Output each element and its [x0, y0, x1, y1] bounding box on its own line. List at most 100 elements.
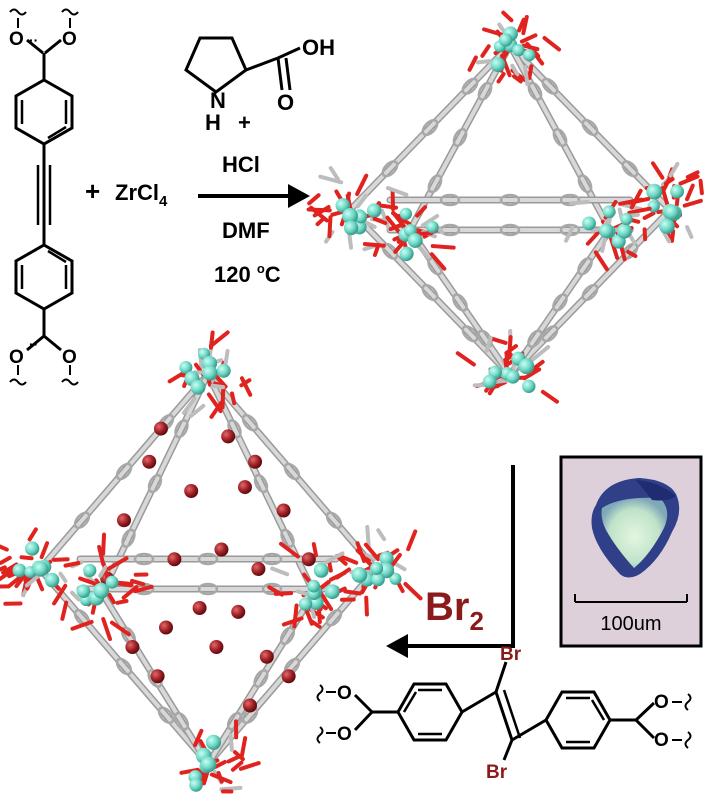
zr-cluster	[564, 188, 652, 272]
squiggle-bond-icon	[61, 378, 79, 386]
linker-strut	[508, 43, 672, 212]
bond-stick	[0, 565, 7, 572]
bond-stick	[0, 544, 9, 552]
linker-strut	[508, 228, 612, 377]
bromine-atom	[221, 429, 236, 444]
metal-salt-base: ZrCl	[115, 180, 159, 205]
bond-stick	[311, 542, 319, 558]
zr-atom	[44, 572, 60, 588]
bond-stick	[482, 27, 507, 38]
bond-stick	[230, 760, 244, 772]
bond-stick	[189, 403, 206, 418]
zr-atom	[518, 358, 535, 375]
bond-stick	[239, 378, 252, 388]
phenyl-ring	[133, 552, 155, 566]
bond-stick	[362, 242, 386, 248]
zr-atom	[670, 184, 685, 199]
zr-cluster	[167, 330, 253, 419]
bond-stick	[523, 65, 530, 87]
zr-cluster	[467, 10, 562, 87]
bond-stick	[569, 200, 590, 206]
zr-atom	[379, 551, 394, 566]
zr-atom	[83, 563, 97, 578]
phenyl-ring	[527, 329, 543, 348]
bond-stick	[480, 44, 491, 58]
zr-cluster	[179, 719, 261, 799]
zr-atom	[33, 561, 49, 577]
bond-stick	[238, 761, 261, 771]
bond-stick	[121, 585, 139, 600]
bond-stick	[364, 595, 369, 617]
phenyl-ring	[115, 657, 133, 676]
linker-top-labels: O ·· O O ·· O	[9, 29, 77, 368]
bond-stick	[393, 238, 408, 254]
phenyl-ring	[280, 528, 295, 548]
bond-stick	[281, 616, 304, 627]
zr-atom	[523, 48, 536, 62]
bond-stick	[219, 785, 243, 792]
bromine-atom	[251, 562, 266, 576]
zr-atom	[205, 734, 222, 750]
bond-stick	[223, 348, 230, 368]
bond-stick	[678, 174, 700, 186]
zr-atom	[371, 572, 385, 587]
bond-stick	[270, 566, 290, 577]
temperature-degree: o	[257, 261, 265, 276]
zr-atom	[399, 207, 413, 220]
phenyl-ring	[73, 511, 91, 530]
phenyl-ring	[452, 293, 468, 312]
bond-stick	[376, 528, 387, 542]
bond-stick	[316, 606, 322, 625]
benzene-ring-bottom	[14, 243, 74, 311]
bond-stick	[416, 244, 431, 260]
zr-atom	[490, 57, 506, 73]
phenyl-ring	[577, 174, 593, 194]
bond-stick	[540, 389, 559, 404]
phenyl-ring	[279, 626, 296, 646]
bond-stick	[517, 17, 526, 33]
temperature-value: 120	[214, 262, 257, 287]
bromine-atom	[184, 484, 199, 498]
phenyl-ring	[577, 257, 593, 276]
bond-stick	[429, 252, 447, 271]
bond-stick	[19, 555, 34, 561]
bond-stick	[406, 529, 418, 552]
bond-stick	[527, 64, 534, 80]
bond-stick	[510, 63, 520, 77]
bond-stick	[306, 207, 332, 213]
bond-stick	[239, 736, 248, 760]
squiggle-bond-icon	[684, 731, 692, 749]
bond-stick	[97, 544, 106, 567]
benzene-ring-right	[544, 690, 612, 750]
bromine-atom	[159, 620, 173, 635]
bond-stick	[0, 555, 12, 565]
bromine-atom	[237, 480, 252, 495]
bond-stick	[355, 173, 369, 197]
bond-stick	[391, 210, 409, 232]
phenyl-ring	[552, 127, 568, 148]
zr-atom	[351, 567, 368, 583]
bond-stick	[593, 250, 610, 272]
bond-stick	[210, 383, 226, 390]
zr-atom	[426, 220, 439, 234]
zr-atom	[189, 778, 203, 792]
br2-subscript: 2	[469, 606, 483, 636]
bond-stick	[52, 583, 68, 606]
proline-o: O	[277, 90, 294, 115]
temperature-label: 120 oC	[214, 261, 281, 287]
solvent-label: DMF	[222, 218, 270, 243]
bromine-atom	[276, 503, 291, 518]
bond-stick	[343, 589, 362, 596]
phenyl-ring	[147, 473, 163, 494]
zr-atom	[646, 183, 663, 200]
bond-stick	[489, 380, 508, 391]
phenyl-ring	[283, 462, 301, 481]
linker-brominated	[316, 661, 692, 761]
bond-stick	[363, 542, 381, 562]
zr-atom	[506, 370, 520, 384]
linker-strut	[206, 372, 378, 571]
phenyl-ring	[499, 193, 521, 207]
bond-stick	[519, 33, 538, 44]
bond-stick	[530, 359, 545, 372]
